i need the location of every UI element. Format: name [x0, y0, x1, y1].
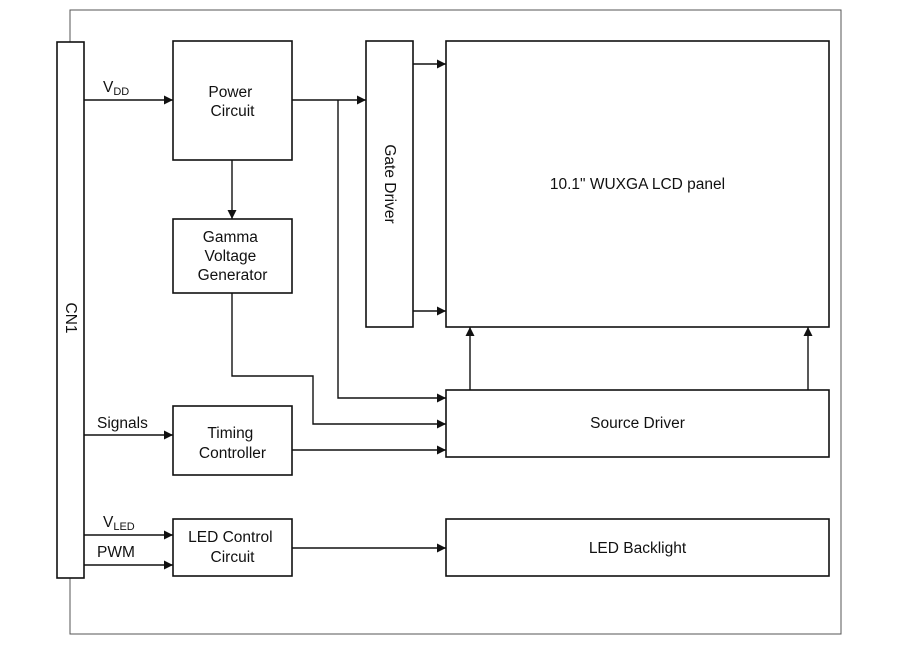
power-circuit-block [172, 40, 293, 161]
timing-controller-block [172, 405, 293, 476]
lcd-panel-label: 10.1" WUXGA LCD panel [550, 176, 725, 193]
gamma-voltage-generator-label: Gamma Voltage Generator [198, 229, 268, 284]
source-driver-block [445, 389, 830, 458]
cn1-connector [56, 41, 85, 579]
led-backlight-label: LED Backlight [589, 540, 687, 557]
pwm-label: PWM [97, 544, 135, 561]
gamma-to-source-driver-wire [231, 293, 446, 429]
power-circuit-label: Power Circuit [208, 84, 256, 120]
signals-label: Signals [97, 415, 148, 432]
power-to-source-driver-wire [337, 100, 446, 403]
led-backlight-block [445, 518, 830, 577]
vled-label: VLED [103, 514, 135, 533]
led-control-circuit-block [172, 518, 293, 577]
gate-driver-label: Gate Driver [381, 144, 398, 223]
led-control-circuit-label: LED Control Circuit [188, 529, 277, 566]
vdd-label: VDD [103, 79, 129, 98]
gate-driver-block [365, 40, 414, 328]
timing-controller-label: Timing Controller [199, 425, 266, 462]
cn1-label: CN1 [62, 302, 79, 333]
source-driver-label: Source Driver [590, 415, 685, 432]
lcd-panel-block [445, 40, 830, 328]
